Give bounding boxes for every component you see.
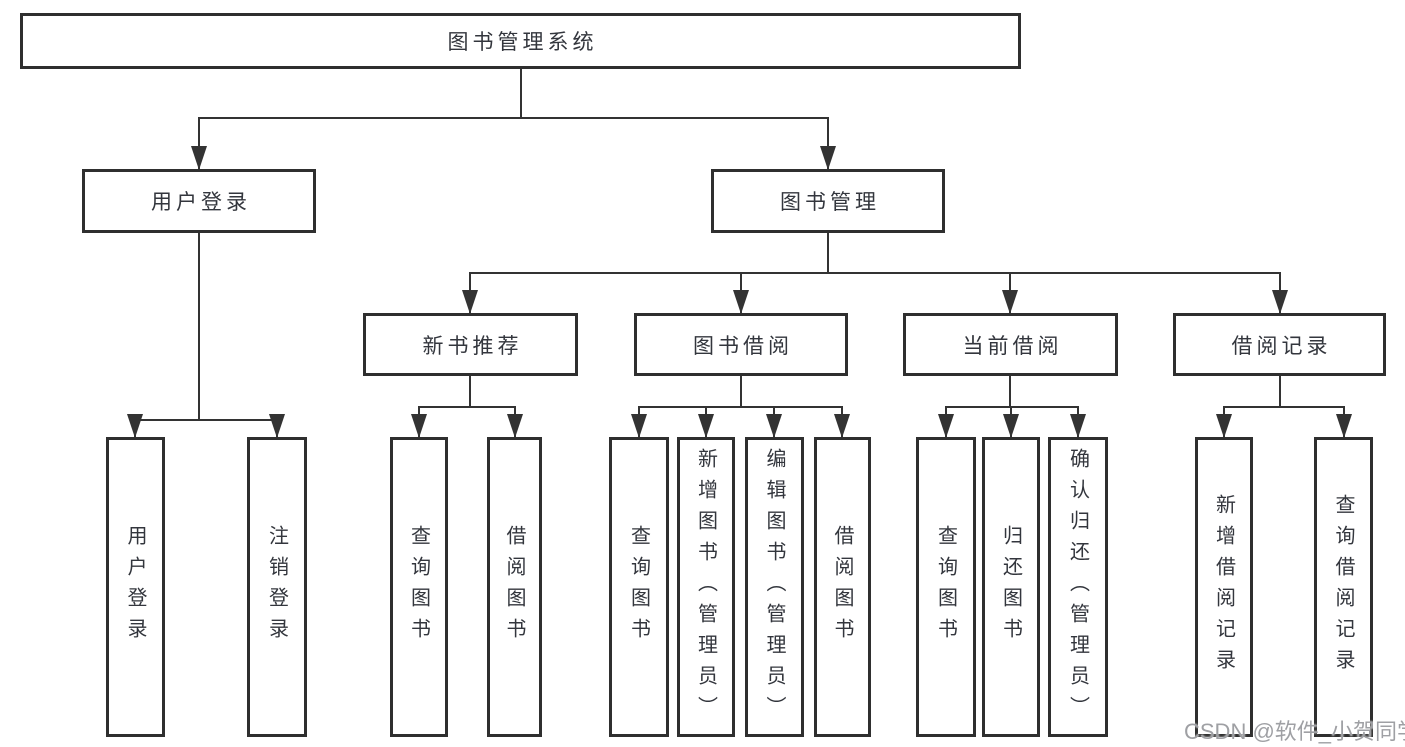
node-borrow-books-borrowing-label: 借阅图书 [831, 525, 853, 649]
node-query-books-borrowing-label: 查询图书 [627, 525, 650, 649]
node-edit-books-admin-label: 编辑图书（管理员） [763, 447, 785, 727]
node-book-borrowing: 图书借阅 [634, 313, 848, 376]
node-book-management-label: 图书管理 [780, 191, 880, 214]
node-query-books-recommend: 查询图书 [390, 437, 448, 737]
node-library-system-label: 图书管理系统 [447, 31, 598, 54]
node-add-books-admin: 新增图书（管理员） [677, 437, 735, 737]
node-user-login-leaf-label: 用户登录 [124, 525, 146, 649]
node-new-book-recommendation: 新书推荐 [363, 313, 578, 376]
node-confirm-return-admin: 确认归还（管理员） [1048, 437, 1108, 737]
node-confirm-return-admin-label: 确认归还（管理员） [1066, 447, 1089, 727]
node-query-books-borrowing: 查询图书 [609, 437, 669, 737]
node-new-book-recommendation-label: 新书推荐 [422, 334, 523, 358]
node-borrow-books-borrowing: 借阅图书 [814, 437, 871, 737]
node-borrow-books-recommend-label: 借阅图书 [503, 525, 525, 649]
node-user-login-leaf: 用户登录 [106, 437, 165, 737]
node-borrowing-records-label: 借阅记录 [1231, 334, 1332, 358]
node-user-login-label: 用户登录 [151, 191, 251, 214]
node-book-borrowing-label: 图书借阅 [693, 334, 793, 358]
node-return-books-label: 归还图书 [999, 525, 1022, 649]
node-current-borrowing: 当前借阅 [903, 313, 1118, 376]
node-logout-label: 注销登录 [265, 525, 288, 649]
node-query-borrow-record: 查询借阅记录 [1314, 437, 1373, 737]
node-logout: 注销登录 [247, 437, 307, 737]
node-book-management: 图书管理 [711, 169, 945, 233]
node-query-borrow-record-label: 查询借阅记录 [1332, 494, 1354, 680]
node-query-books-current: 查询图书 [916, 437, 976, 737]
node-user-login: 用户登录 [82, 169, 316, 233]
node-query-books-recommend-label: 查询图书 [407, 525, 430, 649]
node-add-borrow-record: 新增借阅记录 [1195, 437, 1253, 737]
node-library-system: 图书管理系统 [20, 13, 1021, 69]
node-current-borrowing-label: 当前借阅 [962, 334, 1063, 358]
csdn-watermark: CSDN @软件_小贺同学 [1184, 719, 1405, 744]
node-add-books-admin-label: 新增图书（管理员） [694, 447, 717, 727]
node-edit-books-admin: 编辑图书（管理员） [745, 437, 804, 737]
node-query-books-current-label: 查询图书 [934, 525, 957, 649]
node-borrowing-records: 借阅记录 [1173, 313, 1386, 376]
node-add-borrow-record-label: 新增借阅记录 [1212, 494, 1235, 680]
node-borrow-books-recommend: 借阅图书 [487, 437, 542, 737]
node-return-books: 归还图书 [982, 437, 1040, 737]
